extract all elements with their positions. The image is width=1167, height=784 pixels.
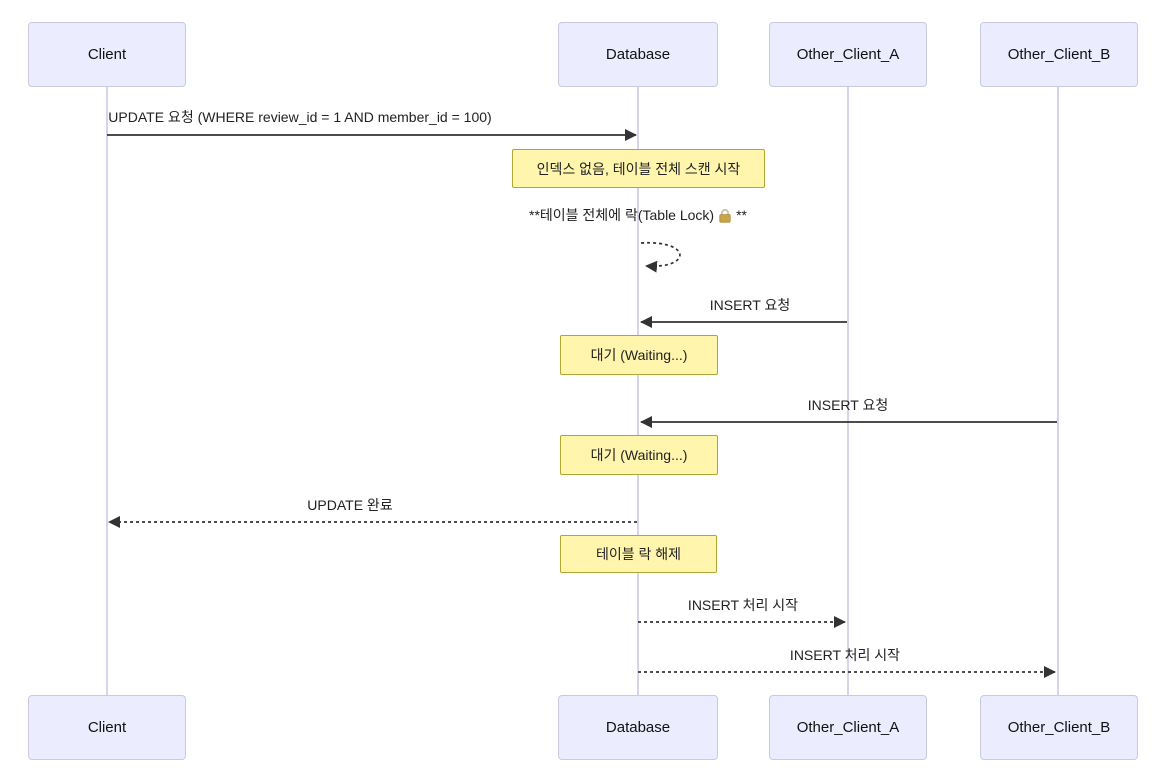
actor-label: Other_Client_B	[1007, 719, 1111, 736]
arrow-table-lock-self	[640, 242, 681, 273]
message-label-insert-request-a: INSERT 요청	[709, 297, 791, 313]
self-message-prefix: **테이블 전체에 락(Table Lock)	[529, 207, 715, 223]
message-label-insert-request-b: INSERT 요청	[807, 397, 889, 413]
actor-label: Database	[605, 719, 671, 736]
note-full-scan: 인덱스 없음, 테이블 전체 스캔 시작	[512, 149, 765, 188]
actor-top-client: Client	[28, 22, 186, 87]
lifeline-client	[106, 87, 108, 695]
actor-bottom-client: Client	[28, 695, 186, 760]
lifeline-other-client-b	[1057, 87, 1059, 695]
actor-label: Client	[87, 719, 127, 736]
note-waiting-a: 대기 (Waiting...)	[560, 335, 718, 375]
actor-top-other-client-b: Other_Client_B	[980, 22, 1138, 87]
self-message-suffix: **	[736, 207, 747, 223]
message-label-table-lock-self: **테이블 전체에 락(Table Lock) **	[529, 206, 747, 225]
note-waiting-b: 대기 (Waiting...)	[560, 435, 718, 475]
message-label-insert-start-a: INSERT 처리 시작	[687, 597, 799, 613]
actor-label: Database	[605, 46, 671, 63]
actor-label: Other_Client_A	[796, 46, 900, 63]
actor-bottom-database: Database	[558, 695, 718, 760]
message-label-update-done: UPDATE 완료	[307, 497, 393, 513]
actor-top-other-client-a: Other_Client_A	[769, 22, 927, 87]
actor-label: Client	[87, 46, 127, 63]
message-label-update-request: UPDATE 요청 (WHERE review_id = 1 AND membe…	[108, 109, 492, 125]
lifeline-database	[637, 87, 639, 695]
message-label-insert-start-b: INSERT 처리 시작	[789, 647, 901, 663]
note-lock-release: 테이블 락 해제	[560, 535, 717, 573]
actor-top-database: Database	[558, 22, 718, 87]
actor-label: Other_Client_B	[1007, 46, 1111, 63]
actor-label: Other_Client_A	[796, 719, 900, 736]
lock-icon	[719, 208, 731, 223]
actor-bottom-other-client-b: Other_Client_B	[980, 695, 1138, 760]
actor-bottom-other-client-a: Other_Client_A	[769, 695, 927, 760]
lifeline-other-client-a	[847, 87, 849, 695]
